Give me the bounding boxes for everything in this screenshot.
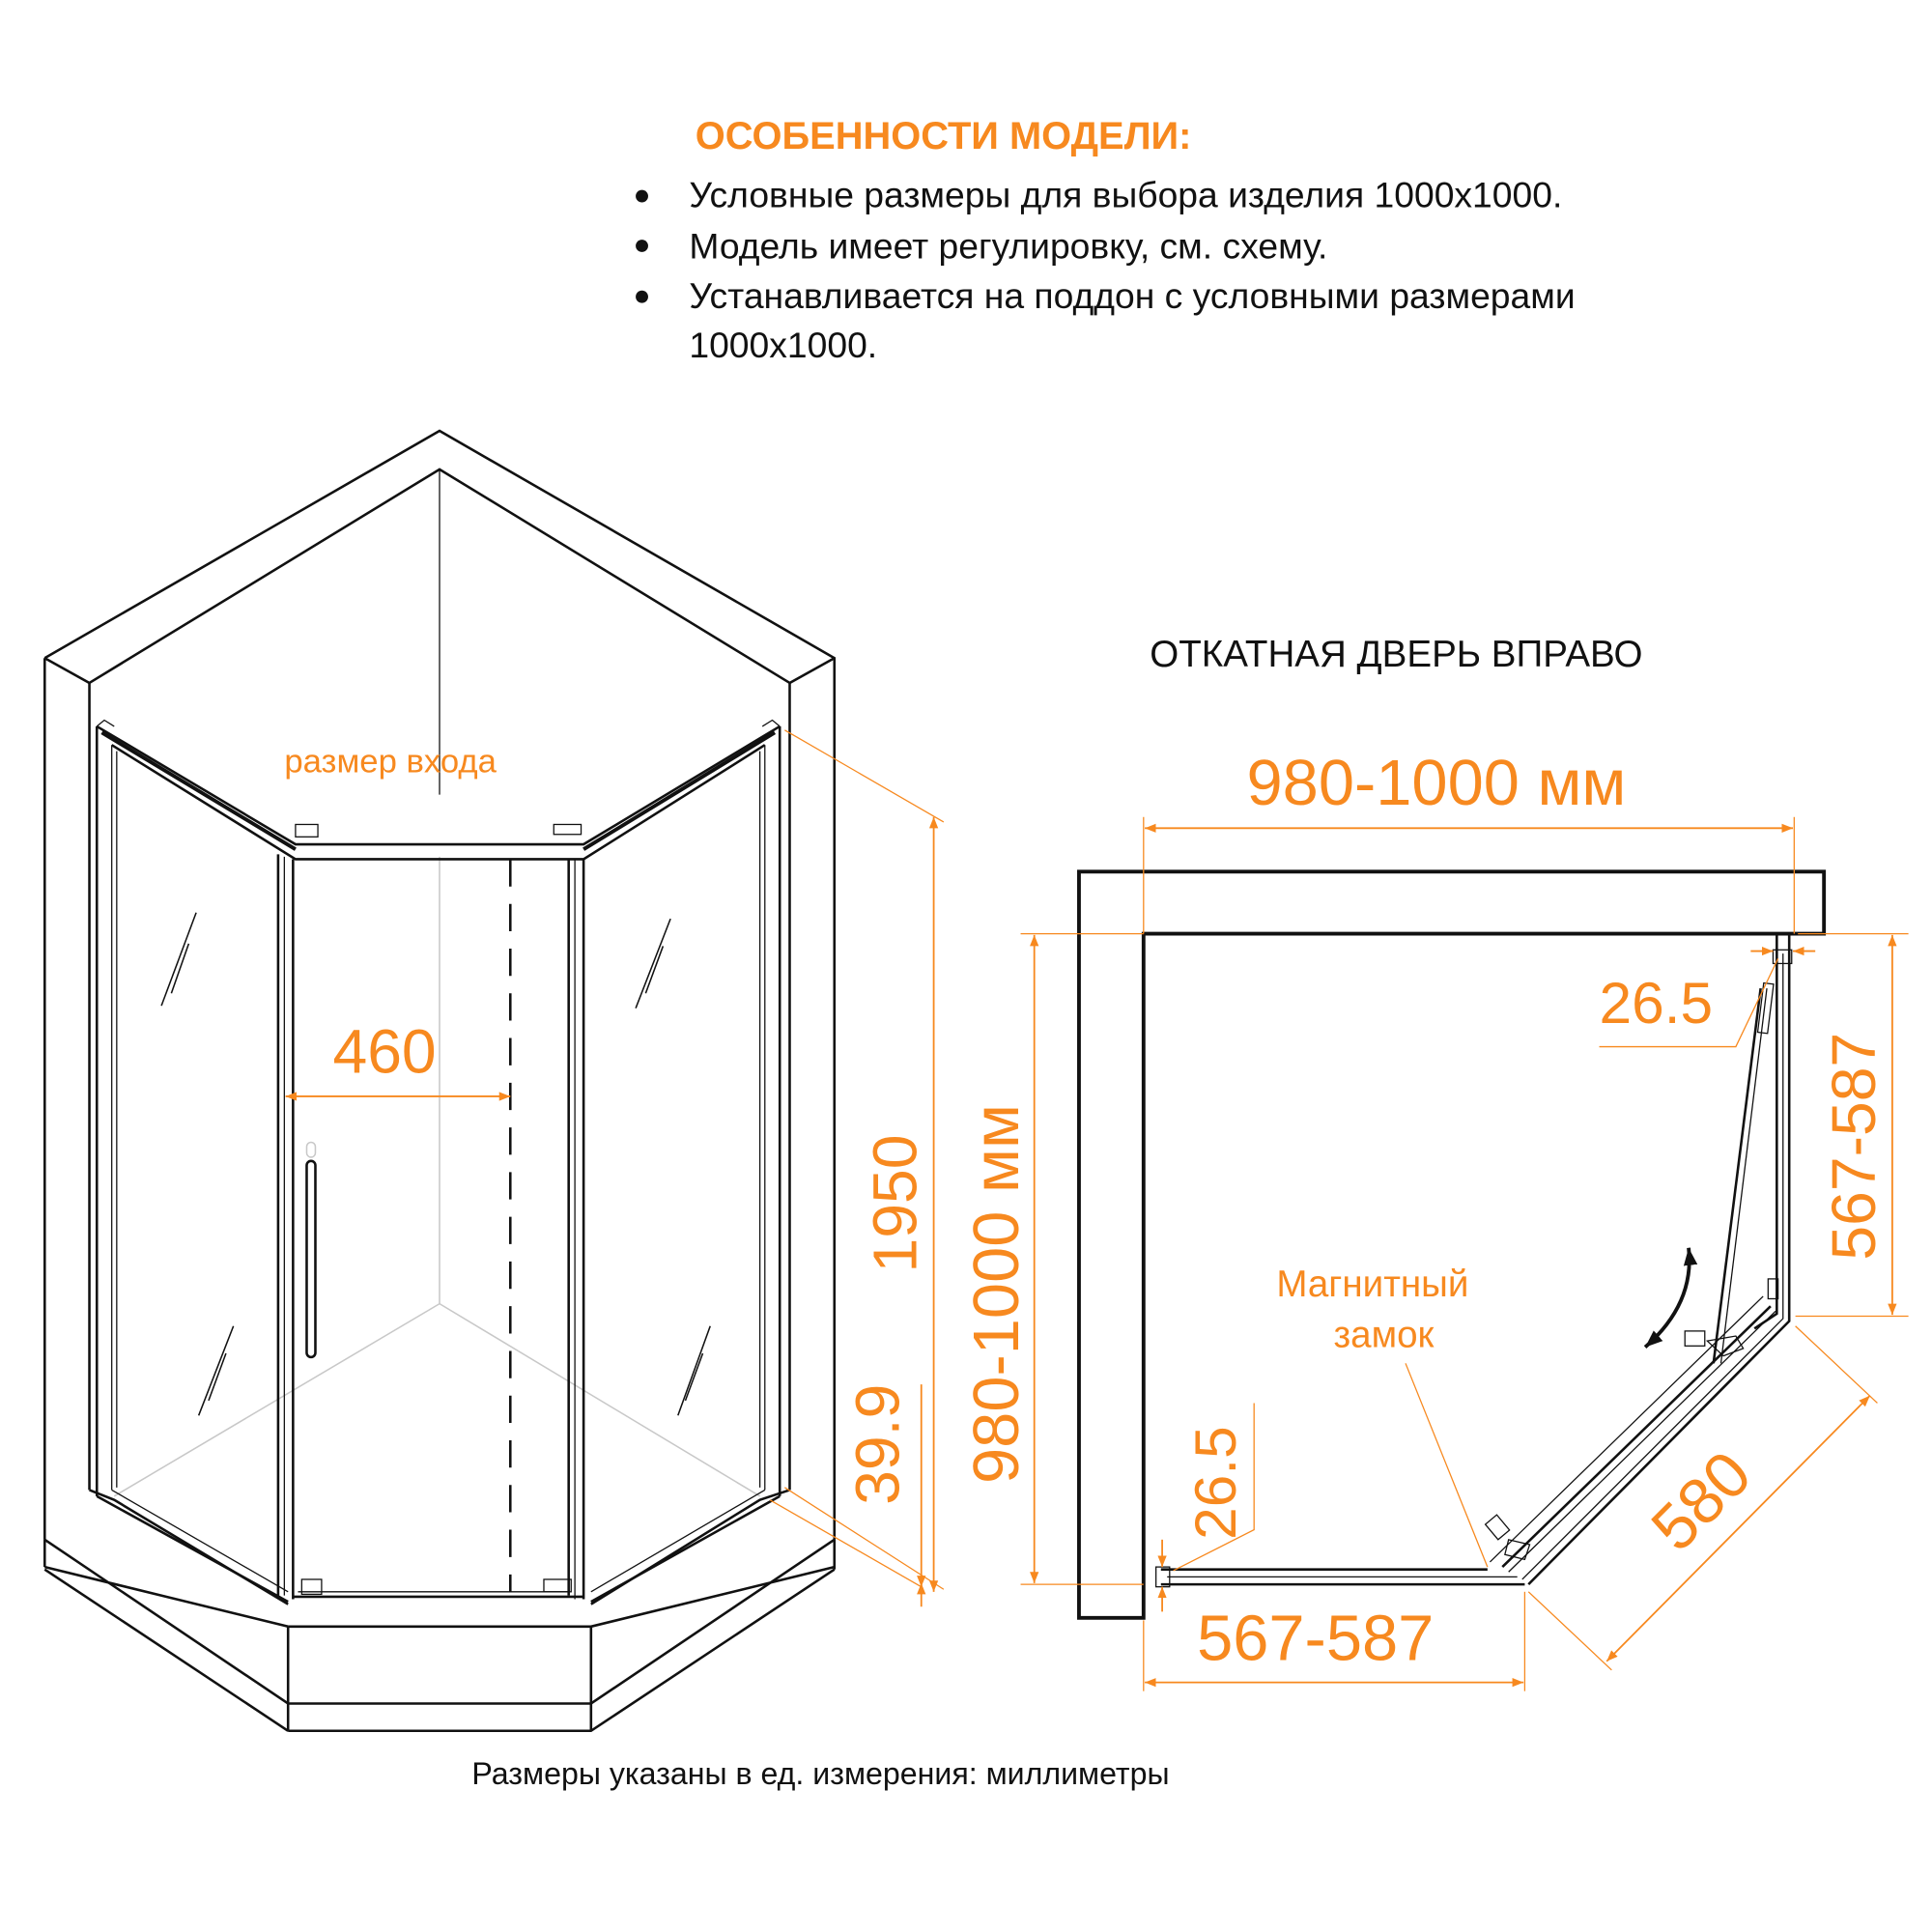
feature-item-3-continuation: 1000x1000. — [689, 325, 877, 365]
door-swing-arrow-icon — [1643, 1247, 1698, 1350]
features-title: ОСОБЕННОСТИ МОДЕЛИ: — [696, 115, 1192, 157]
sliding-door-leaf — [1712, 987, 1762, 1364]
diagonal-value: 580 — [1638, 1438, 1765, 1565]
bottom-bracket-right — [543, 1578, 572, 1593]
features-block: ОСОБЕННОСТИ МОДЕЛИ: Условные размеры для… — [636, 115, 1576, 365]
top-profile-value: 26.5 — [1600, 970, 1714, 1036]
tray-offset-value: 39.9 — [843, 1384, 913, 1505]
height-value: 1950 — [861, 1135, 930, 1273]
width-value: 980-1000 мм — [1246, 748, 1626, 819]
magnetic-lock-label-line2: замок — [1333, 1315, 1435, 1356]
units-note: Размеры указаны в ед. измерения: миллиме… — [471, 1756, 1169, 1791]
door-handle — [305, 1159, 317, 1359]
depth-value: 980-1000 мм — [961, 1104, 1033, 1484]
top-rail — [96, 724, 781, 846]
bullet-icon — [636, 240, 648, 252]
right-panel — [1753, 933, 1778, 1330]
bullet-icon — [636, 290, 648, 303]
magnetic-lock-block — [1684, 1330, 1706, 1347]
plan-view-title: ОТКАТНАЯ ДВЕРЬ ВПРАВО — [1150, 634, 1642, 675]
right-side-value: 567-587 — [1819, 1033, 1889, 1261]
feature-item-1: Условные размеры для выбора изделия 1000… — [689, 175, 1562, 215]
wall-outline — [43, 429, 837, 1540]
top-bracket-right — [553, 823, 582, 836]
front-diagonal-panel — [1501, 1305, 1772, 1569]
wall-profile-top — [1772, 949, 1793, 965]
entrance-width-value: 460 — [332, 1017, 436, 1087]
feature-item-2: Модель имеет регулировку, см. схему. — [689, 225, 1327, 266]
left-profile-value: 26.5 — [1182, 1426, 1248, 1540]
entrance-size-label: размер входа — [284, 743, 497, 780]
bottom-side-value: 567-587 — [1197, 1604, 1434, 1675]
shower-tray — [43, 1538, 836, 1705]
perspective-view: размер входа 460 1950 39.9 — [43, 429, 945, 1733]
bottom-bracket-left — [300, 1578, 323, 1596]
magnetic-lock-label-line1: Магнитный — [1276, 1264, 1468, 1305]
glass-reflection-icon — [160, 912, 711, 1416]
diagonal-dimension — [1605, 1395, 1871, 1662]
bullet-icon — [636, 189, 648, 203]
feature-item-3: Устанавливается на поддон с условными ра… — [689, 275, 1575, 316]
magnetic-lock-leader — [1405, 1363, 1489, 1568]
top-bracket-left — [295, 823, 319, 838]
plan-view: ОТКАТНАЯ ДВЕРЬ ВПРАВО 980-1000 мм 980-10… — [961, 634, 1909, 1691]
